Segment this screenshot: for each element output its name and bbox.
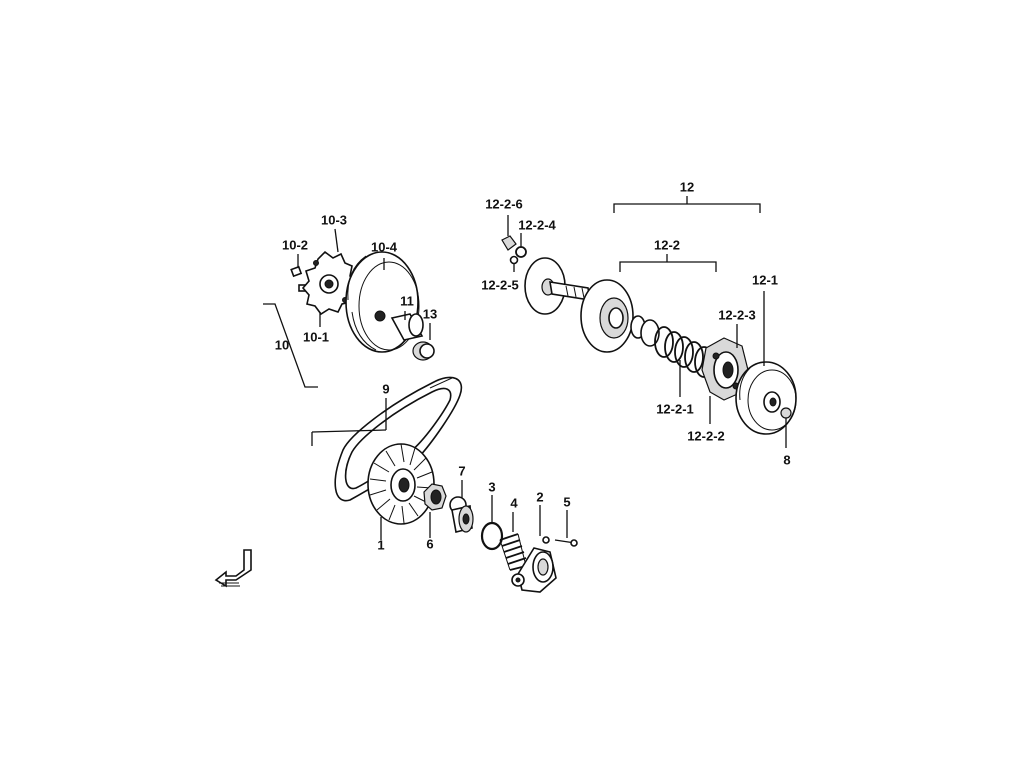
part-12-2-4-ring xyxy=(515,246,527,258)
part-4-spring xyxy=(499,533,527,571)
part-13-collar xyxy=(412,341,435,361)
part-3-o-ring xyxy=(480,521,504,551)
callout-12-2-2: 12-2-2 xyxy=(687,428,725,443)
part-6-nut xyxy=(423,483,447,511)
callout-9: 9 xyxy=(382,381,389,396)
part-12-2-plate-shaft xyxy=(524,257,591,315)
part-12-2-6-cap xyxy=(501,235,517,251)
callout-12: 12 xyxy=(680,179,694,194)
drive-pulley-assembly xyxy=(263,250,435,388)
part-1-fan-drive-face xyxy=(367,443,435,525)
clutch-assembly xyxy=(501,235,797,435)
callout-6: 6 xyxy=(426,536,433,551)
part-12-1-clutch-bell xyxy=(735,361,797,435)
callout-12-2-1: 12-2-1 xyxy=(656,401,694,416)
leader-lines xyxy=(297,196,787,540)
front-direction-arrow-icon xyxy=(214,549,252,588)
part-12-2-driven-face xyxy=(580,279,634,353)
callout-8: 8 xyxy=(783,452,790,467)
part-8-nut xyxy=(780,407,792,419)
part-11-bushing xyxy=(390,313,424,341)
callout-2: 2 xyxy=(536,489,543,504)
callout-12-2-6: 12-2-6 xyxy=(485,196,523,211)
callout-4: 4 xyxy=(510,495,518,510)
callout-5: 5 xyxy=(563,494,570,509)
group-10-bracket xyxy=(263,303,318,388)
part-12-2-1-spring xyxy=(654,326,714,378)
callout-12-1: 12-1 xyxy=(752,272,778,287)
callout-12-2: 12-2 xyxy=(654,237,680,252)
callout-labels: 10 10-1 10-2 10-3 10-4 11 13 9 1 6 7 3 4… xyxy=(275,179,791,552)
callout-12-2-3: 12-2-3 xyxy=(718,307,756,322)
callout-12-2-5: 12-2-5 xyxy=(481,277,519,292)
callout-1: 1 xyxy=(377,537,384,552)
callout-13: 13 xyxy=(423,306,437,321)
callout-10-1: 10-1 xyxy=(303,329,329,344)
part-12-2-5-ring xyxy=(509,255,519,265)
callout-3: 3 xyxy=(488,479,495,494)
part-10-3-ramp-plate xyxy=(301,250,356,316)
part-5-screw xyxy=(554,539,578,547)
callout-10-4: 10-4 xyxy=(371,239,398,254)
part-12-2-3-clutch-shoes xyxy=(701,337,749,401)
part-2-cover xyxy=(511,536,557,593)
callout-10-3: 10-3 xyxy=(321,212,347,227)
part-7-one-way-gear xyxy=(449,496,474,533)
callout-12-2-4: 12-2-4 xyxy=(518,217,556,232)
part-9-drive-belt xyxy=(334,376,463,502)
callout-11: 11 xyxy=(400,293,414,308)
callout-10: 10 xyxy=(275,337,289,352)
callout-10-2: 10-2 xyxy=(282,237,308,252)
callout-7: 7 xyxy=(458,463,465,478)
